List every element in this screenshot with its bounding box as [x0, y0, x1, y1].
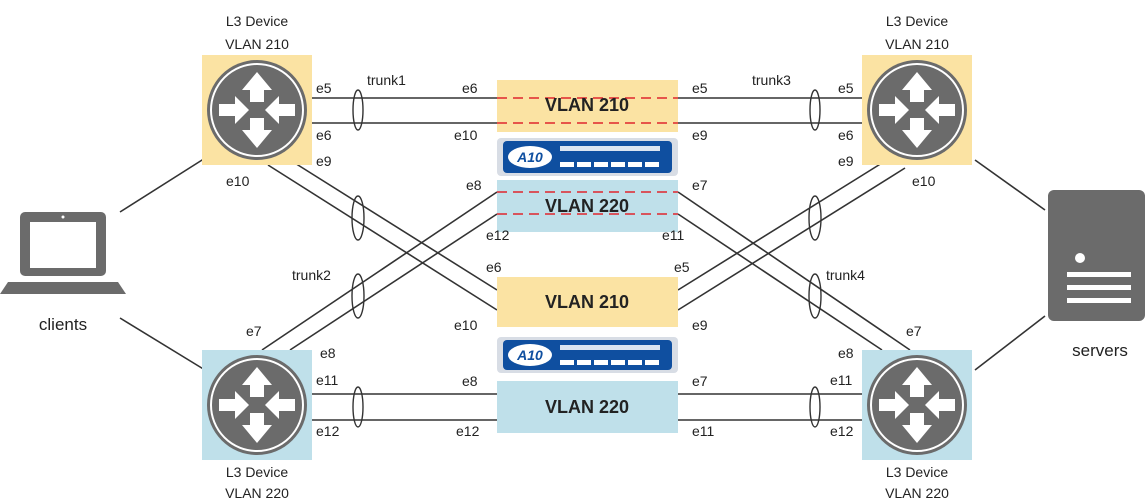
router-icon	[866, 59, 968, 161]
switch-stack-bottom: VLAN 210 A10 VLAN 220	[497, 277, 678, 433]
port-label: e10	[912, 173, 936, 189]
port-label: e11	[662, 227, 685, 243]
trunk4-link-a	[677, 191, 911, 351]
trunk1-oval	[352, 89, 364, 131]
port-label: e11	[316, 372, 339, 388]
vlan-label-top-220: VLAN 220	[545, 196, 629, 216]
port-label: e8	[838, 345, 854, 361]
vlan-box-bottom-220	[497, 381, 678, 433]
port-label: e5	[692, 80, 708, 96]
trunk-markers	[351, 89, 822, 428]
trunk4-link-b	[677, 213, 883, 351]
device-caption: L3 Device	[226, 13, 288, 29]
device-caption: L3 Device	[886, 13, 948, 29]
vlan-box-top-220	[497, 180, 678, 232]
trunk2-link-b	[289, 213, 498, 351]
sw2-tr-link-b	[677, 167, 906, 311]
servers-label: servers	[1072, 341, 1128, 360]
sw2-br-oval	[809, 386, 821, 428]
link-servers-tr	[974, 159, 1046, 211]
device-caption: L3 Device	[886, 464, 948, 480]
tl-sw2-link-b	[267, 164, 498, 311]
device-caption: VLAN 220	[225, 485, 289, 501]
router-icon	[206, 354, 308, 456]
link-clients-bl	[119, 317, 206, 371]
trunk4-oval	[808, 273, 822, 319]
a10-switch-icon: A10	[497, 337, 678, 373]
sw2-tr-link-a	[677, 162, 883, 291]
trunk2-link-a	[261, 191, 498, 351]
trunk-label: trunk4	[826, 267, 865, 283]
router-icon	[206, 59, 308, 161]
port-label: e12	[830, 423, 854, 439]
port-label: e9	[692, 127, 708, 143]
laptop-icon	[0, 212, 126, 294]
port-label: e8	[466, 177, 482, 193]
port-label: e10	[454, 317, 478, 333]
port-label: e5	[838, 80, 854, 96]
port-label: e5	[316, 80, 332, 96]
bl-sw2-oval	[352, 386, 364, 428]
port-label: e9	[692, 317, 708, 333]
a10-logo: A10	[516, 347, 543, 363]
port-label: e11	[830, 372, 853, 388]
port-label: e11	[692, 423, 715, 439]
vlan-box-bottom-210	[497, 277, 678, 327]
port-label: e7	[246, 323, 262, 339]
link-clients-tl	[119, 154, 211, 213]
link-servers-br	[974, 315, 1046, 371]
trunk2-oval	[351, 273, 365, 319]
port-label: e7	[692, 373, 708, 389]
port-label: e12	[316, 423, 340, 439]
port-label: e12	[456, 423, 480, 439]
port-label: e6	[462, 80, 478, 96]
port-label: e8	[320, 345, 336, 361]
port-label: e8	[462, 373, 478, 389]
device-caption: VLAN 220	[885, 485, 949, 501]
router-bottom-right	[862, 350, 972, 460]
vlan-label-top-210: VLAN 210	[545, 95, 629, 115]
router-top-left	[202, 55, 312, 165]
port-label: e10	[226, 173, 250, 189]
server-icon	[1048, 190, 1145, 321]
trunk-label: trunk2	[292, 267, 331, 283]
port-label: e7	[692, 177, 708, 193]
device-caption: L3 Device	[226, 464, 288, 480]
a10-switch-icon: A10	[497, 138, 678, 176]
tl-sw2-link-a	[289, 159, 498, 291]
port-label: e6	[316, 127, 332, 143]
port-label: e9	[838, 153, 854, 169]
switch-stack-top: VLAN 210 A10 VLAN 220	[497, 80, 678, 232]
trunk-label: trunk3	[752, 72, 791, 88]
connections	[119, 97, 1046, 421]
port-label: e7	[906, 323, 922, 339]
router-top-right	[862, 55, 972, 165]
vlan-label-bottom-210: VLAN 210	[545, 292, 629, 312]
port-label: e12	[486, 227, 510, 243]
trunk-label: trunk1	[367, 72, 406, 88]
trunk3-oval	[809, 89, 821, 131]
port-label: e9	[316, 153, 332, 169]
port-label: e6	[486, 259, 502, 275]
router-icon	[866, 354, 968, 456]
sw2-tr-oval	[808, 195, 822, 241]
a10-logo: A10	[516, 149, 543, 165]
port-label: e6	[838, 127, 854, 143]
tl-sw2-oval	[351, 195, 365, 241]
port-labels: e5 e6 e9 e10 e5 e6 e9 e10 e7 e8 e11 e12 …	[226, 80, 936, 439]
device-caption: VLAN 210	[885, 36, 949, 52]
vlan-label-bottom-220: VLAN 220	[545, 397, 629, 417]
router-bottom-left	[202, 350, 312, 460]
clients-label: clients	[39, 315, 87, 334]
port-label: e10	[454, 127, 478, 143]
port-label: e5	[674, 259, 690, 275]
device-caption: VLAN 210	[225, 36, 289, 52]
